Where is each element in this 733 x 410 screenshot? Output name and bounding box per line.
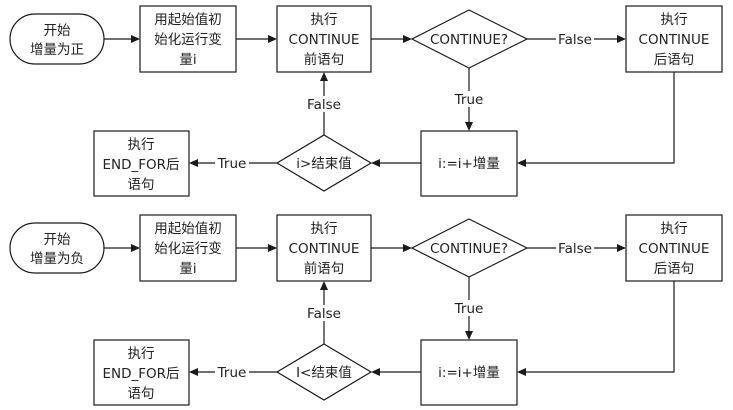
edge-label-end-false: False: [307, 97, 341, 113]
before-line-3: 前语句: [304, 260, 345, 277]
endfor-line-3: 语句: [128, 386, 155, 402]
endfor-line-2: END_FOR后: [102, 157, 179, 173]
after-line-2: CONTINUE: [639, 32, 710, 48]
edge-label-continue-true: True: [454, 92, 484, 108]
flow-positive: False True False True 开始 增量为正 用起始值初 始化运行…: [9, 5, 723, 197]
continue-decision: CONTINUE?: [410, 9, 529, 69]
flow-negative: False True False True 开始 增量为负 用起始值初 始化运行…: [9, 214, 723, 406]
end-decision: I<结束值: [275, 343, 373, 401]
before-line-3: 前语句: [304, 51, 345, 68]
before-continue-box: 执行 CONTINUE 前语句: [276, 214, 372, 282]
arrowhead: [131, 244, 140, 252]
edge-label-continue-true: True: [454, 301, 484, 317]
edge-label-end-true: True: [217, 365, 247, 381]
before-line-2: CONTINUE: [289, 241, 360, 257]
arrowhead: [617, 244, 626, 252]
edge-after-to-increment: [525, 281, 675, 373]
edge-label-continue-false: False: [558, 32, 592, 48]
before-line-1: 执行: [311, 12, 338, 28]
init-line-3: 量i: [179, 52, 196, 68]
edge-after-to-increment: [525, 72, 675, 164]
after-continue-box: 执行 CONTINUE 后语句: [625, 5, 723, 73]
after-continue-box: 执行 CONTINUE 后语句: [625, 214, 723, 282]
continue-decision-text: CONTINUE?: [430, 32, 508, 48]
arrowhead: [131, 35, 140, 43]
end-decision: i>结束值: [275, 134, 373, 192]
edge-label-end-false: False: [307, 306, 341, 322]
init-line-1: 用起始值初: [154, 220, 222, 237]
start-terminal: 开始 增量为负: [9, 222, 105, 274]
arrowhead: [268, 244, 277, 252]
arrowhead: [403, 35, 412, 43]
increment-box: i:=i+增量: [420, 339, 518, 406]
after-line-1: 执行: [661, 12, 688, 28]
edge-label-continue-false: False: [558, 241, 592, 257]
end-decision-text: I<结束值: [296, 365, 352, 381]
init-line-2: 始化运行变: [154, 241, 222, 257]
arrowhead: [465, 122, 473, 131]
after-line-3: 后语句: [654, 52, 695, 68]
after-line-1: 执行: [661, 221, 688, 237]
start-terminal: 开始 增量为正: [9, 13, 105, 65]
edge-label-end-true: True: [217, 156, 247, 172]
start-line-2: 增量为正: [30, 42, 84, 58]
continue-decision: CONTINUE?: [410, 218, 529, 278]
arrowhead: [617, 35, 626, 43]
init-line-1: 用起始值初: [154, 11, 222, 28]
arrowhead: [371, 159, 380, 167]
endfor-line-1: 执行: [128, 346, 155, 362]
init-line-3: 量i: [179, 261, 196, 277]
end-for-box: 执行 END_FOR后 语句: [93, 339, 190, 406]
init-line-2: 始化运行变: [154, 32, 222, 48]
arrowhead: [268, 35, 277, 43]
before-line-2: CONTINUE: [289, 32, 360, 48]
init-box: 用起始值初 始化运行变 量i: [139, 5, 237, 73]
before-line-1: 执行: [311, 221, 338, 237]
continue-decision-text: CONTINUE?: [430, 241, 508, 257]
start-line-1: 开始: [44, 23, 71, 39]
endfor-line-3: 语句: [128, 177, 155, 193]
arrowhead: [517, 368, 526, 376]
arrowhead: [189, 159, 198, 167]
end-decision-text: i>结束值: [296, 156, 352, 172]
before-continue-box: 执行 CONTINUE 前语句: [276, 5, 372, 73]
arrowhead: [517, 159, 526, 167]
arrowhead: [465, 331, 473, 340]
increment-box: i:=i+增量: [420, 130, 518, 197]
init-box: 用起始值初 始化运行变 量i: [139, 214, 237, 282]
after-line-3: 后语句: [654, 261, 695, 277]
increment-text: i:=i+增量: [438, 365, 500, 381]
arrowhead: [189, 368, 198, 376]
increment-text: i:=i+增量: [438, 156, 500, 172]
start-line-2: 增量为负: [30, 251, 84, 267]
endfor-line-1: 执行: [128, 137, 155, 153]
start-line-1: 开始: [44, 232, 71, 248]
arrowhead: [320, 281, 328, 290]
arrowhead: [403, 244, 412, 252]
end-for-box: 执行 END_FOR后 语句: [93, 130, 190, 197]
arrowhead: [320, 72, 328, 81]
arrowhead: [371, 368, 380, 376]
after-line-2: CONTINUE: [639, 241, 710, 257]
endfor-line-2: END_FOR后: [102, 366, 179, 382]
